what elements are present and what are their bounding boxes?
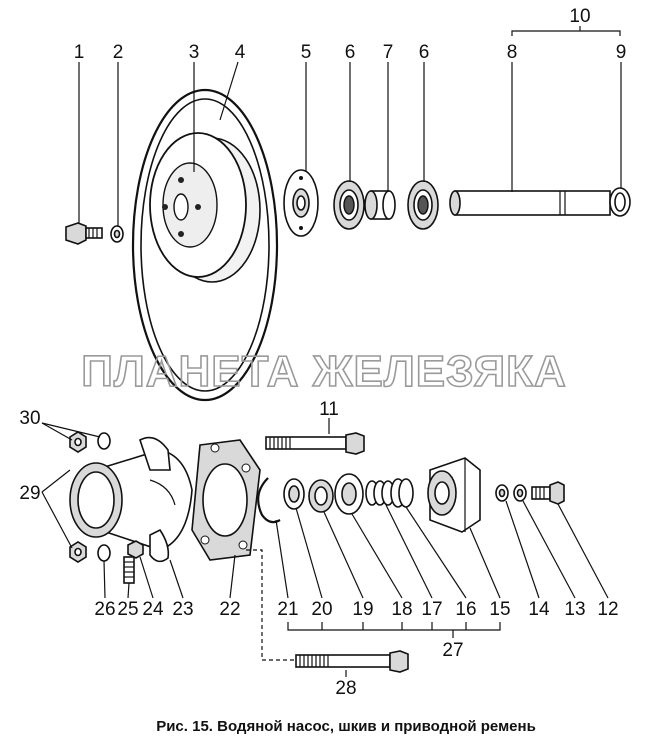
part-28-bolt	[295, 650, 409, 673]
label-29: 29	[19, 483, 40, 504]
label-14: 14	[528, 599, 550, 620]
part-16-spring-cup	[390, 478, 414, 508]
part-11-bolt	[265, 432, 365, 455]
leader-lines-top	[78, 26, 622, 227]
part-1-bolt	[65, 222, 103, 245]
label-6-right: 6	[419, 42, 430, 63]
label-24: 24	[142, 599, 164, 620]
part-number-labels: 10 1 2 3 4 5 6 7 6 8 9 11 30 29 26 25 24…	[19, 6, 626, 699]
part-14-washer	[495, 484, 509, 502]
part-7-spacer	[364, 190, 396, 220]
part-3-pulley	[149, 132, 261, 283]
part-4-belt	[131, 88, 279, 402]
part-6-bearing-right	[407, 180, 439, 230]
label-17: 17	[421, 599, 442, 620]
part-22-gasket	[191, 439, 261, 561]
part-24-plug	[127, 540, 144, 559]
label-7: 7	[383, 42, 394, 63]
part-6-bearing-left	[333, 180, 365, 230]
figure-caption: Рис. 15. Водяной насос, шкив и приводной…	[156, 718, 536, 735]
part-2-washer	[110, 225, 124, 243]
part-21-snap-ring	[257, 477, 281, 524]
label-13: 13	[564, 599, 585, 620]
label-3: 3	[189, 42, 200, 63]
label-19: 19	[352, 599, 373, 620]
label-27: 27	[442, 640, 463, 661]
label-6-left: 6	[345, 42, 356, 63]
part-20-washer	[283, 478, 305, 510]
label-26: 26	[94, 599, 115, 620]
part-26-nut-washer	[69, 541, 111, 563]
part-13-lock-washer	[513, 484, 527, 502]
label-8: 8	[507, 42, 518, 63]
label-16: 16	[455, 599, 476, 620]
part-25-stud	[123, 556, 135, 584]
label-28: 28	[335, 678, 356, 699]
label-2: 2	[113, 42, 124, 63]
part-9-ring	[609, 187, 631, 217]
part-23-pump-housing	[69, 436, 193, 563]
label-10: 10	[569, 6, 590, 27]
part-8-shaft	[449, 190, 611, 216]
label-11: 11	[319, 399, 339, 420]
label-12: 12	[597, 599, 618, 620]
label-23: 23	[172, 599, 193, 620]
label-1: 1	[74, 42, 85, 63]
part-19-seal-ring	[308, 479, 334, 513]
label-21: 21	[277, 599, 298, 620]
label-30: 30	[19, 408, 40, 429]
label-15: 15	[489, 599, 510, 620]
label-18: 18	[391, 599, 412, 620]
part-17-spring	[365, 480, 395, 506]
watermark-text: ПЛАНЕТА ЖЕЛЕЗЯКА	[81, 347, 567, 396]
part-12-bolt	[531, 481, 565, 505]
label-22: 22	[219, 599, 240, 620]
label-4: 4	[235, 42, 246, 63]
label-20: 20	[311, 599, 332, 620]
leader-lines-bottom	[41, 418, 609, 677]
part-15-impeller	[427, 457, 481, 533]
label-25: 25	[117, 599, 138, 620]
label-5: 5	[301, 42, 312, 63]
part-5-hub-flange	[283, 169, 319, 237]
part-18-seal-cup	[334, 473, 364, 515]
label-9: 9	[616, 42, 627, 63]
